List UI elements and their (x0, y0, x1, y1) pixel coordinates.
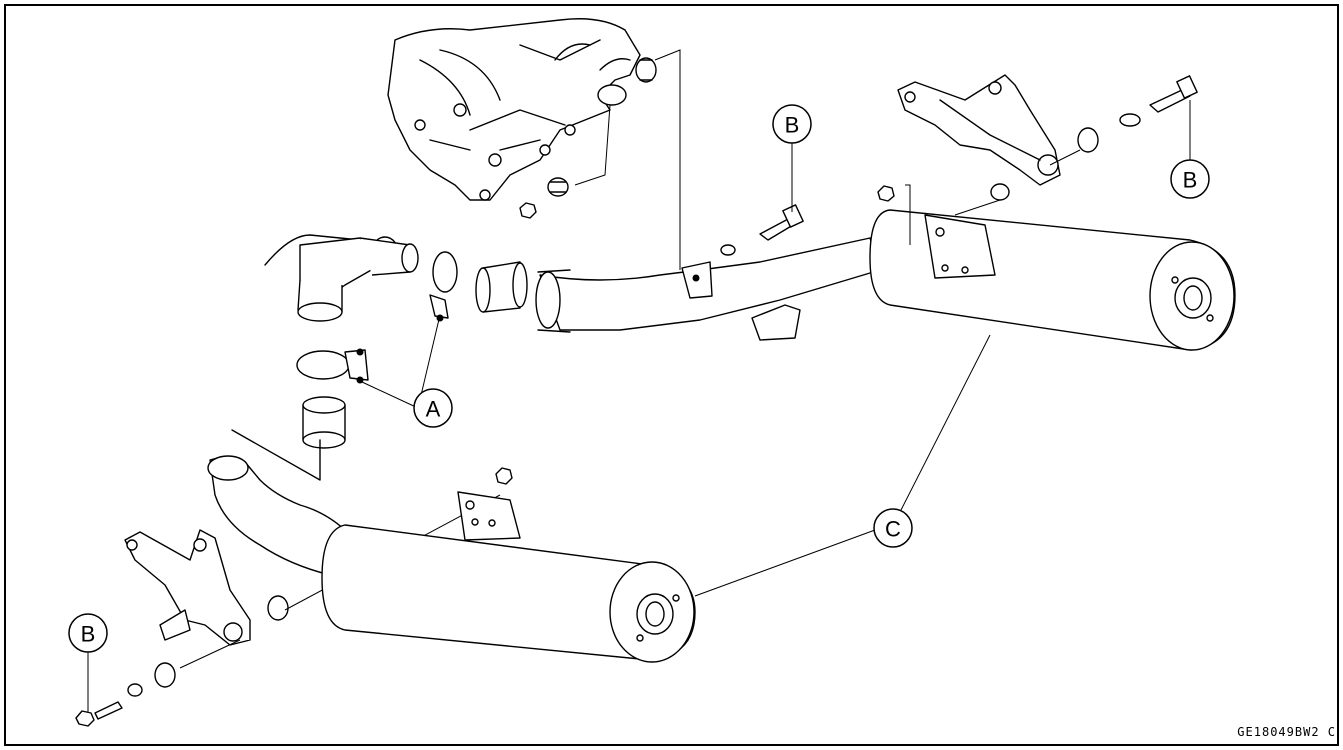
footpeg-bracket-left (124, 529, 251, 646)
muffler-left (321, 491, 696, 663)
connecting-pipe-right (535, 237, 881, 341)
frame-bracket-upper (387, 18, 641, 201)
svg-text:A: A (426, 397, 441, 422)
leader-upper-frame (574, 49, 681, 270)
callout-b-right: B (1170, 159, 1210, 199)
grommet-bracket-left (154, 595, 289, 688)
callout-a: A (413, 388, 453, 428)
grommet-upper-left (547, 177, 569, 197)
svg-text:B: B (1183, 168, 1198, 193)
grommet-bracket-right (877, 127, 1099, 202)
footpeg-bracket-right (897, 74, 1061, 186)
leader-c (694, 334, 991, 597)
clamp-lower (296, 348, 369, 384)
bolt-upper-right (1119, 75, 1198, 127)
gasket-lower (302, 396, 346, 449)
svg-text:C: C (885, 517, 901, 542)
callout-c: C (873, 508, 913, 548)
clamp-upper (429, 251, 458, 322)
svg-text:B: B (81, 622, 96, 647)
gasket-upper (475, 261, 528, 313)
muffler-right (869, 209, 1236, 351)
nut-lower-muffler (495, 467, 513, 485)
callout-b-top: B (772, 104, 812, 144)
figure-code: GE18049BW2 C (1237, 725, 1336, 739)
callout-b-left: B (68, 613, 108, 653)
exhaust-pipe-lower (207, 429, 346, 576)
leader-upper-right (905, 149, 1081, 245)
exhaust-collector (264, 234, 419, 322)
bolt-lower-left (75, 683, 143, 727)
grommet-upper-right (635, 57, 657, 83)
nut-upper-left (519, 202, 537, 219)
svg-text:B: B (785, 113, 800, 138)
figure-frame (4, 4, 1339, 746)
bolt-upper-pipe (720, 204, 804, 256)
